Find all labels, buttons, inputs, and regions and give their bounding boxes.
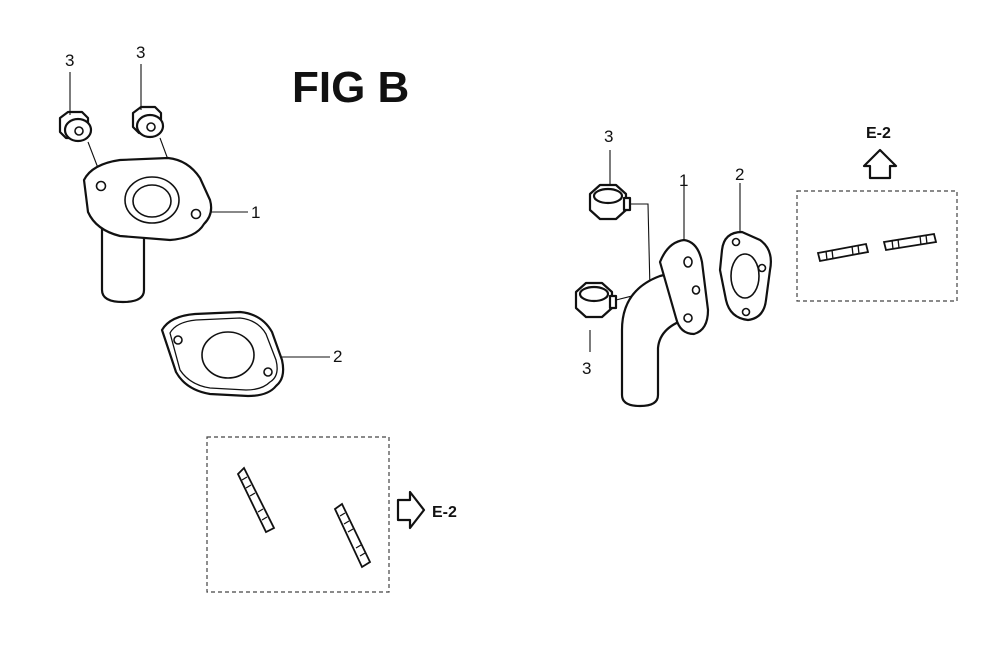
right-exhaust-elbow <box>620 238 710 408</box>
left-flange-bolt-b <box>131 105 165 139</box>
left-callout-elbow: 1 <box>251 203 260 222</box>
right-flange-nut-top <box>588 183 632 221</box>
right-callout-nut-top: 3 <box>604 127 613 146</box>
right-callout-gasket: 2 <box>735 165 744 184</box>
right-stud-2 <box>882 232 938 252</box>
right-flange-nut-bottom <box>574 281 618 319</box>
left-reference-label: E-2 <box>432 504 457 521</box>
right-reference-label: E-2 <box>866 125 891 142</box>
left-view: 3 3 1 2 E-2 <box>58 43 457 593</box>
left-flange-bolt-a <box>58 110 93 143</box>
right-stud-1 <box>816 242 870 263</box>
right-reference-arrow <box>862 148 898 180</box>
left-stud-box <box>206 436 390 593</box>
left-callout-bolt-a: 3 <box>65 51 74 70</box>
left-exhaust-elbow <box>82 156 213 304</box>
figure-title: FIG B <box>292 63 409 112</box>
right-callout-nut-bottom: 3 <box>582 359 591 378</box>
left-gasket <box>160 310 285 398</box>
left-reference-arrow <box>396 490 426 530</box>
right-stud-box <box>796 190 958 302</box>
left-stud-2 <box>333 502 372 569</box>
left-callout-gasket: 2 <box>333 347 342 366</box>
left-stud-1 <box>236 466 276 534</box>
right-callout-elbow: 1 <box>679 171 688 190</box>
left-callout-bolt-b: 3 <box>136 43 145 62</box>
right-view: 3 1 2 3 E-2 <box>574 125 958 408</box>
right-gasket <box>718 230 772 322</box>
